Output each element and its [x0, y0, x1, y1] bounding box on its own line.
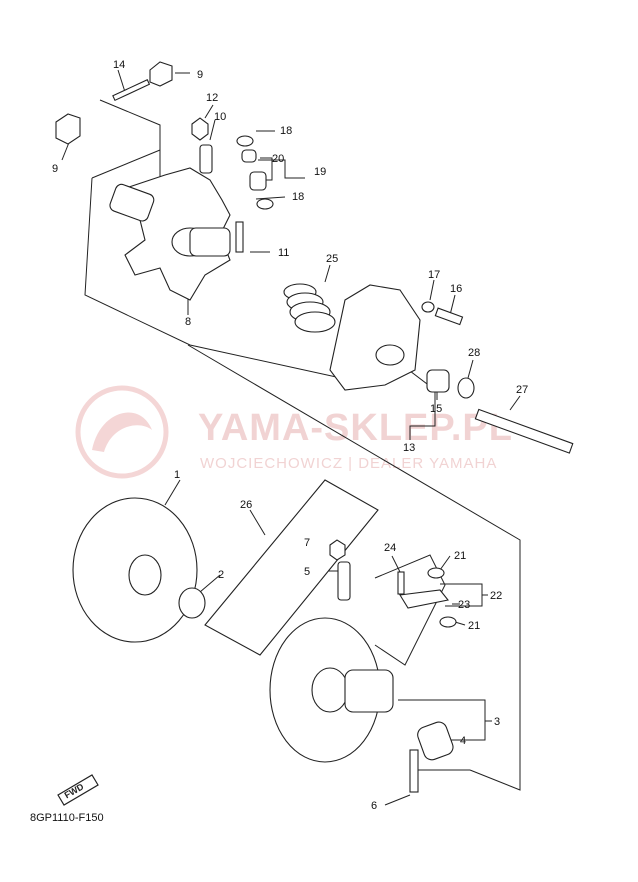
part-8-shaft [189, 227, 231, 257]
callout-16: 16 [450, 283, 462, 295]
fwd-badge: FWD [57, 774, 99, 806]
watermark-title: YAMA-SKLEP.PL [198, 407, 513, 449]
leader-19 [258, 159, 305, 179]
part-15-bushing [426, 369, 450, 393]
part-26-belt [204, 479, 379, 656]
leader-1 [164, 479, 181, 506]
callout-23: 23 [458, 599, 470, 611]
callout-8: 8 [185, 316, 191, 328]
leader-27 [509, 395, 521, 411]
callout-3: 3 [494, 716, 500, 728]
part-20-bushing-a [241, 149, 257, 163]
watermark: YAMA-SKLEP.PL WOJCIECHOWICZ | DEALER YAM… [75, 385, 513, 479]
part-12-bolt [235, 221, 244, 253]
watermark-subtitle: WOJCIECHOWICZ | DEALER YAMAHA [200, 455, 497, 472]
callout-12: 11 [278, 247, 289, 259]
callout-18-bot: 18 [292, 191, 304, 203]
part-28-washer [457, 377, 475, 399]
part-13-nut [191, 117, 209, 141]
part-9-clip-top [149, 61, 173, 87]
leader-14 [384, 351, 436, 440]
callout-15: 15 [430, 403, 442, 415]
part-11-sleeve [199, 144, 213, 174]
part-5-sleeve [337, 561, 351, 601]
leader-13 [204, 104, 214, 119]
callout-2: 2 [218, 569, 224, 581]
callout-10: 14 [113, 59, 125, 71]
leader-16 [449, 294, 456, 316]
leader-21-top [439, 555, 451, 571]
callout-9-top: 9 [197, 69, 203, 81]
part-4-bushing [417, 721, 454, 761]
part-17-washer [421, 301, 435, 313]
upper-frame-top [91, 149, 161, 179]
callout-14: 13 [403, 442, 415, 454]
part-27-long-bolt [474, 408, 574, 454]
callout-25: 25 [326, 253, 338, 265]
leader-24 [391, 555, 401, 573]
callout-7: 7 [304, 537, 310, 549]
bracket-20 [260, 157, 273, 181]
leader-28 [467, 359, 474, 379]
leader-11 [209, 119, 216, 141]
part-18-washer-top [236, 135, 254, 147]
part-3-sheave-hub [311, 667, 349, 713]
callout-4: 4 [460, 735, 466, 747]
leader-26 [249, 509, 266, 536]
callout-17: 17 [428, 269, 440, 281]
bracket-group-frame [374, 554, 446, 666]
upper-frame-inner [99, 99, 161, 198]
diagram-code: 8GP1110-F150 [30, 812, 104, 824]
part-10-pin [112, 79, 151, 102]
callout-24: 24 [384, 542, 396, 554]
callout-26: 26 [240, 499, 252, 511]
part-14-cover [329, 284, 421, 391]
leader-25 [324, 264, 331, 283]
callout-27: 27 [516, 384, 528, 396]
part-20-bushing-b [249, 171, 267, 191]
part-6-bolt [409, 749, 419, 793]
callout-1: 1 [174, 469, 180, 481]
part-25-spring [283, 283, 336, 333]
fwd-arrow-icon [57, 774, 99, 806]
callout-9-left: 9 [52, 163, 58, 175]
callout-11: 10 [214, 111, 226, 123]
callouts: 14 9 9 12 10 18 20 19 18 11 8 25 17 16 2… [52, 59, 528, 812]
watermark-logo-icon [75, 385, 169, 479]
callout-5: 5 [304, 566, 310, 578]
callout-21-top: 21 [454, 550, 466, 562]
part-21-washer-top [427, 567, 445, 579]
part-16-bolt [434, 307, 464, 326]
part-24-pin [397, 571, 405, 595]
part-18-washer-bot [256, 198, 274, 210]
leader-10 [117, 69, 126, 93]
part-1-sheave-hub [128, 554, 162, 596]
part-8-threaded-boss [109, 183, 155, 222]
part-7-nut [329, 539, 346, 561]
callout-13: 12 [206, 92, 218, 104]
part-23-bracket [399, 589, 449, 609]
watermark-logo-mark [92, 412, 152, 452]
callout-28: 28 [468, 347, 480, 359]
leader-17 [429, 279, 435, 301]
upper-frame-left [84, 177, 351, 381]
bracket-3 [398, 699, 486, 741]
leader-2 [199, 574, 221, 593]
part-21-washer-bot [439, 616, 457, 628]
callout-18-top: 18 [280, 125, 292, 137]
leader-21-bot [454, 621, 466, 626]
part-14-cover-hole [375, 344, 405, 366]
callout-20: 20 [272, 153, 284, 165]
part-3-boss [344, 669, 394, 713]
lower-frame-right [187, 344, 521, 791]
callout-6: 6 [371, 800, 377, 812]
part-9-clip-left [55, 113, 81, 145]
leader-6 [384, 794, 411, 806]
callout-22: 22 [490, 590, 502, 602]
callout-19: 19 [314, 166, 326, 178]
part-2-bushing [178, 587, 206, 619]
callout-21-bot: 21 [468, 620, 480, 632]
leader-18-bot [255, 196, 286, 200]
